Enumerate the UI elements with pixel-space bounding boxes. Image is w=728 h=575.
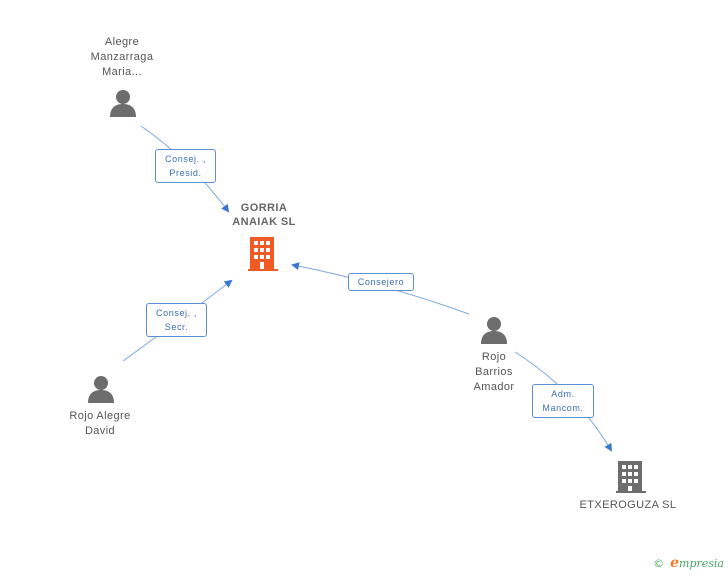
- edge-label-consejero: Consejero: [348, 273, 414, 291]
- person-icon[interactable]: [88, 376, 114, 403]
- person-name-rojo-alegre[interactable]: Rojo Alegre David: [69, 410, 131, 437]
- edge-label-consej-secr: Consej. , Secr.: [146, 303, 207, 337]
- copyright-icon: ©: [653, 557, 665, 570]
- brand-rest: mpresia: [679, 557, 724, 570]
- empresia-logo: © empresia: [653, 555, 724, 571]
- edge-label-consej-presid: Consej. , Presid.: [155, 149, 216, 183]
- person-icon[interactable]: [481, 317, 507, 344]
- building-icon[interactable]: [616, 461, 646, 493]
- person-name-rojo-barrios[interactable]: Rojo Barrios Amador: [473, 351, 515, 393]
- edge-label-adm-mancom: Adm. Mancom.: [532, 384, 594, 418]
- building-icon[interactable]: [248, 237, 278, 271]
- brand-initial: e: [670, 555, 680, 571]
- person-icon[interactable]: [110, 90, 136, 117]
- company-name-gorria-anaiak[interactable]: GORRIA ANAIAK SL: [232, 202, 296, 228]
- company-name-etxeroguza[interactable]: ETXEROGUZA SL: [579, 499, 677, 511]
- person-name-alegre-manzarraga[interactable]: Alegre Manzarraga Maria...: [90, 36, 154, 78]
